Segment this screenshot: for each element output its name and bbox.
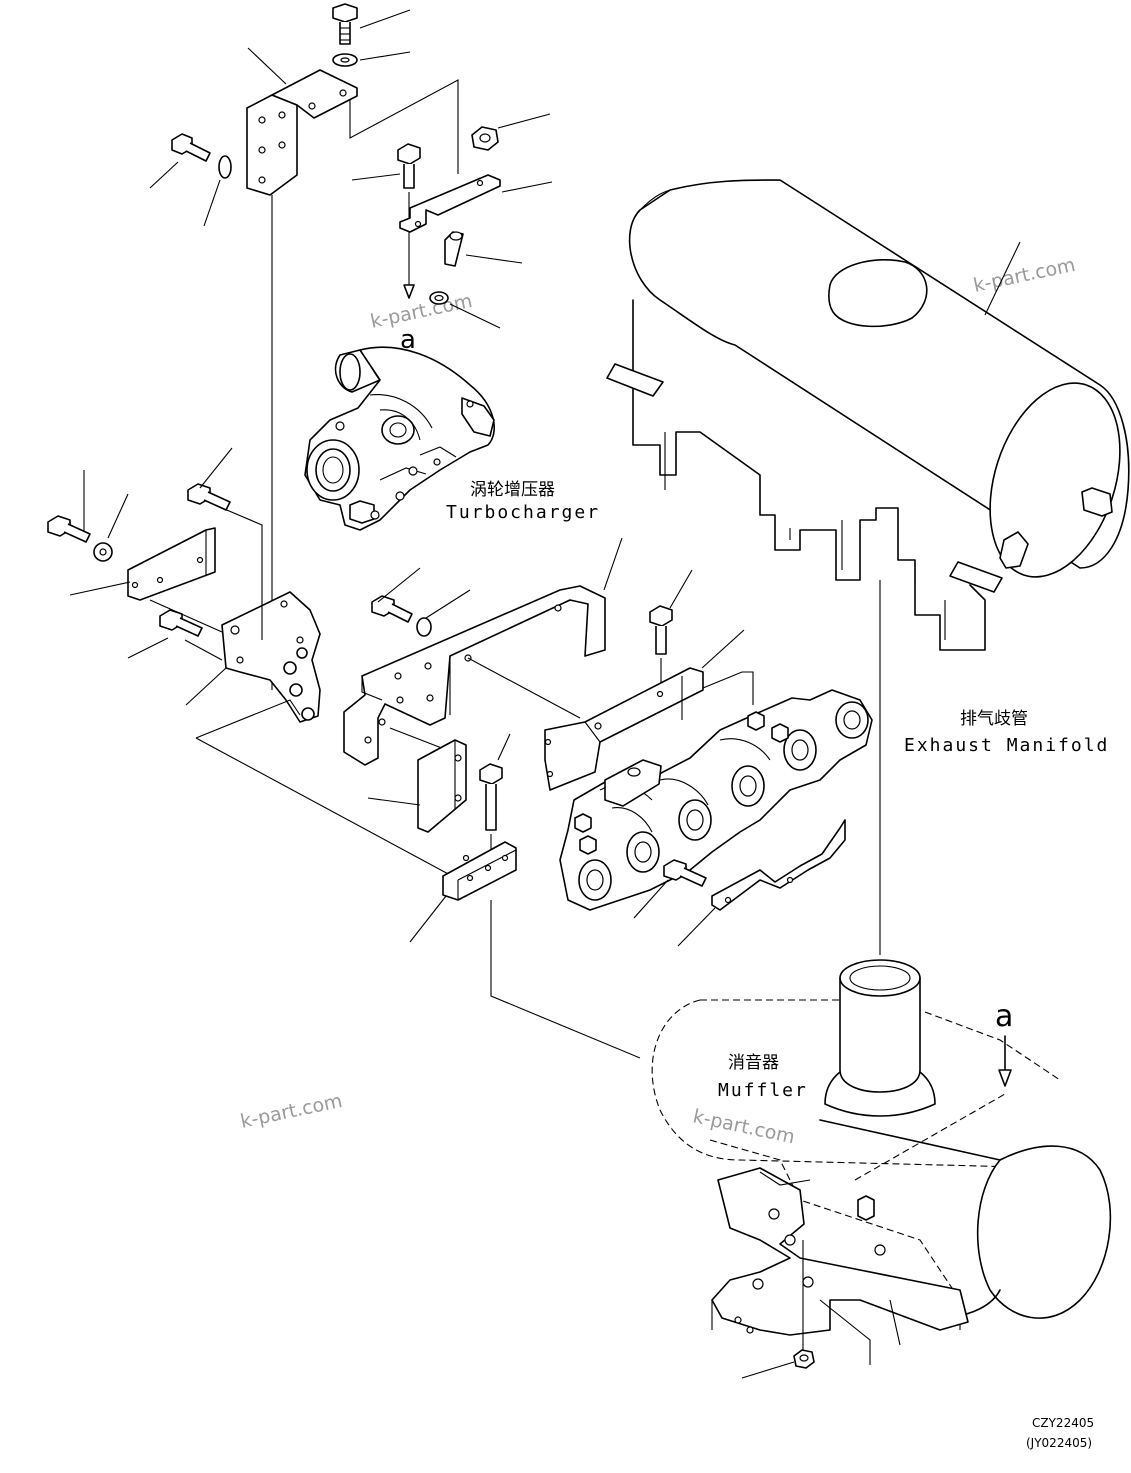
turbocharger-label-en: Turbocharger	[446, 502, 600, 523]
turbocharger-label-cn: 涡轮增压器	[470, 480, 555, 500]
muffler-outlet-pipe	[824, 959, 936, 1117]
muffler-stud	[857, 1195, 875, 1221]
turbocharger	[304, 346, 496, 531]
muffler-tab	[606, 363, 664, 397]
manifold-cover-bracket	[544, 667, 704, 791]
muffler-label-cn: 消音器	[728, 1053, 779, 1073]
spacer-bolt-long	[479, 763, 503, 831]
center-bolt	[371, 595, 413, 623]
upper-mounting-bracket	[246, 69, 358, 196]
muffler-label-en: Muffler	[718, 1080, 808, 1101]
muffler-mounting-frame	[709, 1139, 969, 1365]
left-bolt-top	[171, 133, 211, 162]
muffler-body-phantom	[651, 999, 1112, 1319]
reference-mark-a-right: a	[995, 999, 1013, 1034]
exhaust-manifold-label-cn: 排气歧管	[960, 709, 1028, 729]
turbo-stud-bolt	[397, 143, 421, 189]
muffler-tab	[949, 561, 1003, 593]
turbo-nut	[471, 126, 499, 151]
left-bolt-lower	[47, 515, 91, 543]
drawing-code: CZY22405	[1032, 1416, 1094, 1430]
left-heat-shield-strip	[127, 527, 216, 601]
long-support-bracket	[343, 585, 606, 766]
watermark: k-part.com	[971, 254, 1077, 297]
exhaust-manifold	[559, 689, 873, 911]
reference-arrow	[998, 1069, 1012, 1087]
spacer-block	[442, 841, 517, 901]
watermark: k-part.com	[368, 290, 474, 333]
watermark: k-part.com	[238, 1090, 344, 1133]
center-washer	[416, 617, 432, 637]
left-mounting-plate	[221, 591, 321, 723]
manifold-heat-shield	[711, 819, 846, 911]
small-vertical-bracket	[417, 739, 467, 833]
top-bolt	[332, 3, 358, 45]
muffler-shell	[628, 179, 1130, 578]
drawing-alt-code: (JY022405)	[1026, 1436, 1092, 1450]
watermark: k-part.com	[691, 1105, 797, 1148]
left-bolt-mid	[159, 609, 203, 637]
turbo-stud-spacer	[444, 231, 464, 267]
muffler-cutaway-edge	[632, 299, 986, 651]
manifold-bolt-lower	[663, 859, 707, 887]
left-washer-top	[218, 155, 232, 179]
left-bolt-upper	[187, 483, 231, 511]
turbo-support-plate	[399, 174, 501, 233]
reference-mark-a: a	[400, 325, 416, 355]
manifold-bolt-top	[649, 605, 673, 655]
exhaust-manifold-label-en: Exhaust Manifold	[904, 735, 1109, 756]
muffler-mount-nut	[793, 1349, 815, 1369]
